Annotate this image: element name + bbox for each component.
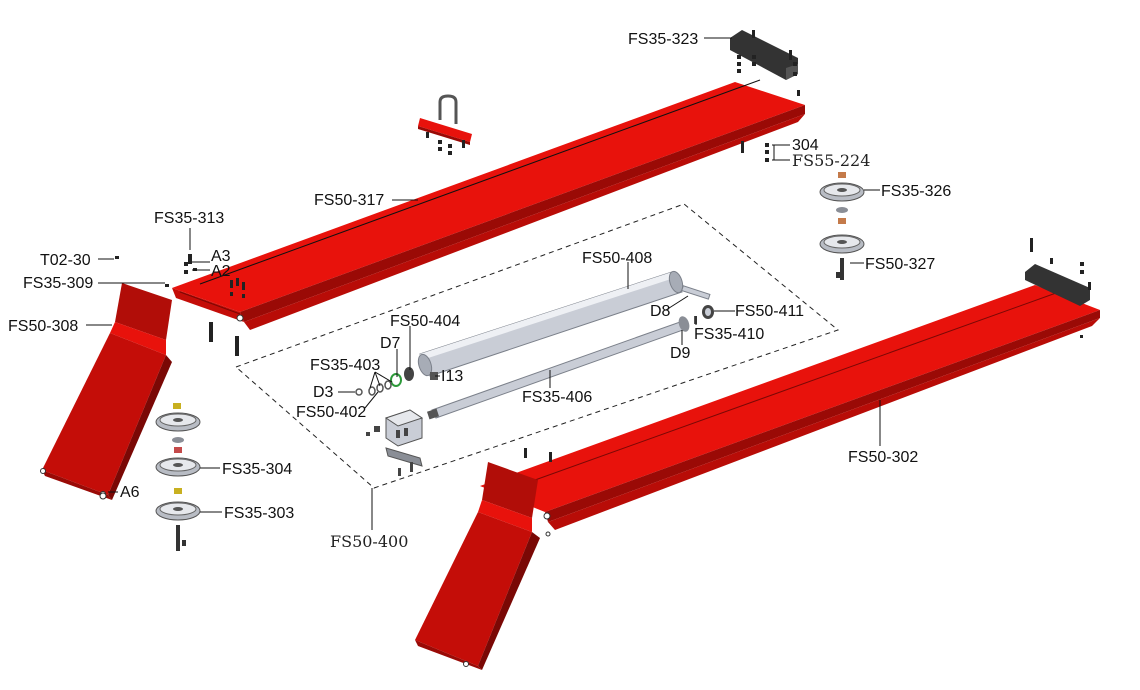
label-fs35-303: FS35-303 [224, 505, 294, 522]
label-fs50-302: FS50-302 [848, 449, 918, 466]
upper-runway-left-end [172, 288, 244, 322]
label-fs35-309: FS35-309 [23, 275, 93, 292]
upper-runway-front-face [240, 105, 805, 322]
top-bracket-u-bolt [418, 94, 472, 155]
cylinder-assembly [235, 203, 840, 489]
label-fs55-224: FS55-224 [792, 151, 870, 170]
label-fs35-410: FS35-410 [694, 326, 764, 343]
label-fs35-406: FS35-406 [522, 389, 592, 406]
label-fs35-403: FS35-403 [310, 357, 380, 374]
label-a2: A2 [211, 263, 231, 280]
label-d9: D9 [670, 345, 691, 362]
assembly-dashed-boundary [235, 203, 840, 489]
label-fs50-400: FS50-400 [330, 532, 408, 551]
label-fs35-326: FS35-326 [881, 183, 951, 200]
label-fs50-411: FS50-411 [735, 303, 804, 320]
label-fs50-404: FS50-404 [390, 313, 460, 330]
label-d7: D7 [380, 335, 401, 352]
label-i13: I13 [441, 368, 463, 385]
lower-runway [480, 285, 1100, 530]
label-fs50-408: FS50-408 [582, 250, 652, 267]
lower-ramp [415, 448, 552, 670]
left-end-hardware [115, 254, 245, 356]
label-304: 304 [792, 137, 819, 154]
upper-runway-top-face [172, 82, 805, 312]
label-fs35-323: FS35-323 [628, 31, 698, 48]
label-fs50-327: FS50-327 [865, 256, 935, 273]
label-fs35-304: FS35-304 [222, 461, 292, 478]
label-a3: A3 [211, 248, 231, 265]
label-fs50-317: FS50-317 [314, 192, 384, 209]
label-t02-30: T02-30 [40, 252, 91, 269]
left-ramp [40, 283, 172, 500]
upper-end-stop-block [730, 30, 800, 96]
label-a6: A6 [120, 484, 140, 501]
upper-runway [172, 79, 805, 330]
upper-runway-right-hardware [741, 141, 769, 162]
pulley-stack-left [99, 403, 201, 551]
leader-lines [86, 37, 881, 530]
upper-runway-underside [244, 114, 805, 330]
pulley-stack-right [819, 172, 865, 280]
label-d3: D3 [313, 384, 334, 401]
lower-runway-front-face [545, 310, 1100, 522]
lower-runway-top-face [480, 285, 1100, 512]
lower-end-stop-block [1025, 238, 1091, 338]
label-fs50-308: FS50-308 [8, 318, 78, 335]
label-d8: D8 [650, 303, 671, 320]
lower-runway-underside [548, 318, 1100, 530]
callout-labels: FS35-323 304 FS55-224 FS50-317 FS35-326 … [8, 31, 951, 551]
label-fs35-313: FS35-313 [154, 210, 224, 227]
label-fs50-402: FS50-402 [296, 404, 366, 421]
